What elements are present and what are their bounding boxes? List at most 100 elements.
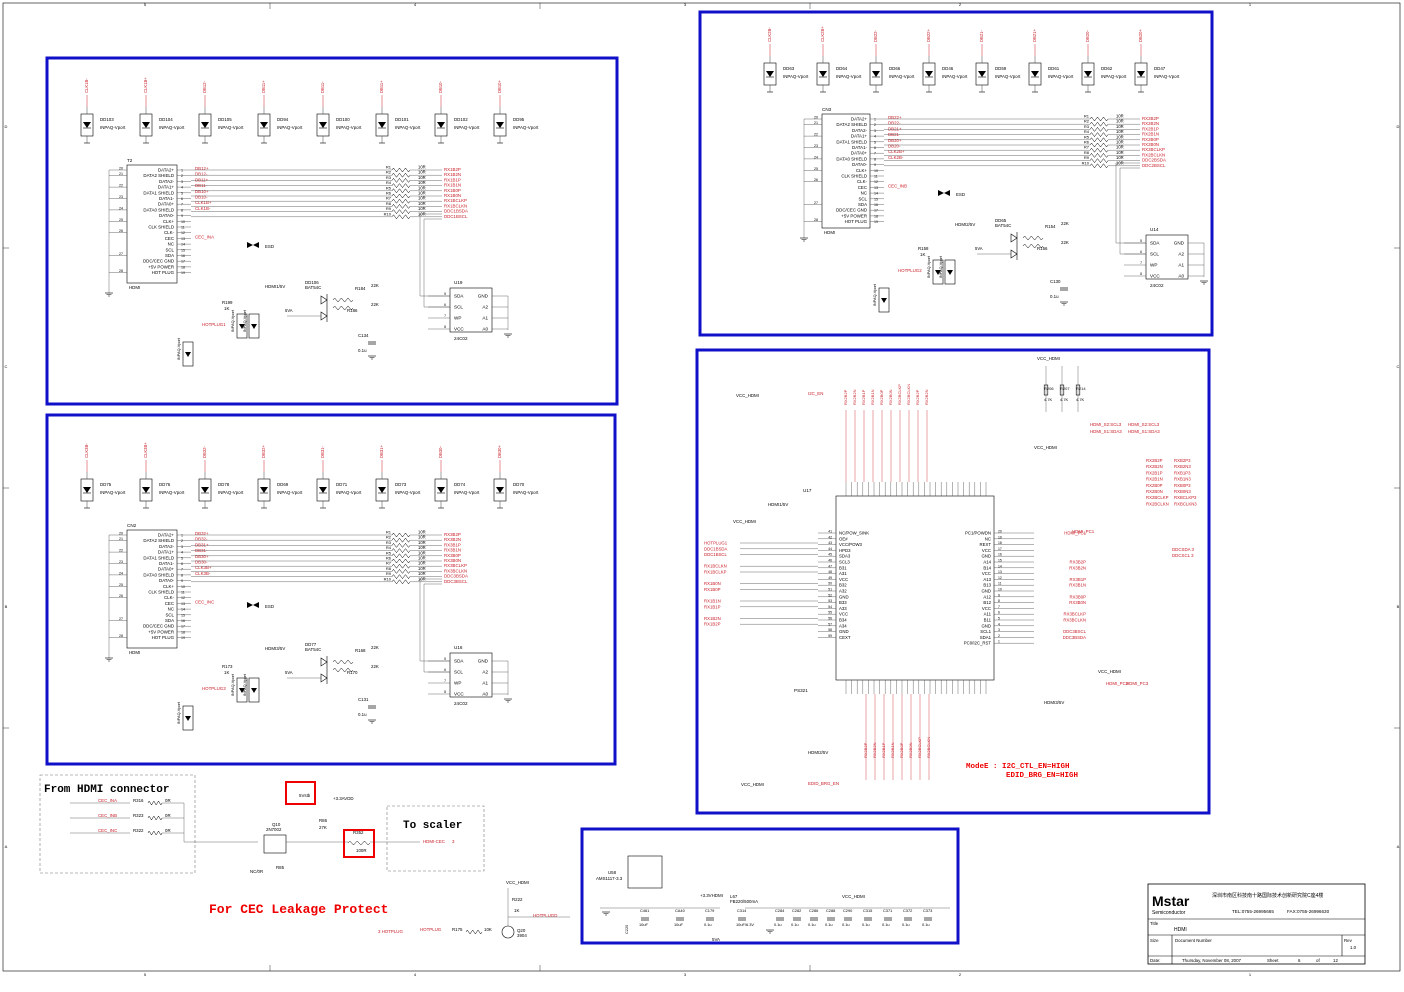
pin-num: 25 [119, 218, 123, 222]
connector-net: DB20+ [888, 138, 902, 143]
pin-num: 9 [181, 214, 183, 218]
top-net: HDMI_S1:SDA3 [1090, 429, 1122, 434]
pin-num: 8 [444, 690, 446, 694]
switch-pin: GND [839, 629, 849, 634]
cap-ref: C284 [775, 908, 785, 913]
vcc-label: VCC_HDMI [1034, 445, 1057, 450]
res-ref: R9 [386, 571, 392, 576]
eeprom-pin: VCC [454, 327, 464, 332]
cec-caption: For CEC Leakage Protect [209, 902, 388, 917]
ldo-part: AMS1117-3.3 [596, 876, 623, 881]
rx-net: RX1B0N [444, 193, 461, 198]
eeprom-pin: GND [478, 659, 489, 664]
esd-net: CLK3B+ [143, 442, 148, 458]
col-mark: 2 [959, 972, 962, 977]
esd-type: INPAQ-Vport [159, 490, 185, 495]
eeprom-pin: WP [454, 316, 461, 321]
ddc-wire [423, 218, 450, 308]
cec-source-box [39, 774, 196, 874]
esd-type: INPAQ-Vport [231, 309, 235, 332]
switch-pin: A32 [839, 589, 847, 594]
vertical-net: RX2B1P [881, 742, 886, 758]
switch-pin: A34 [839, 623, 847, 628]
pin-num: 7 [874, 152, 876, 156]
transistor-q20 [501, 925, 515, 939]
rx-net: RX2BCLKN [1142, 152, 1165, 157]
logo-sub: Semiconductor [1152, 910, 1186, 916]
switch-pin: B34 [839, 618, 847, 623]
pin-num: 1 [998, 640, 1000, 644]
vcc-label: VCC_HDMI [741, 782, 764, 787]
connector-net: DB31+ [195, 542, 209, 547]
switch-net: RX3B0P [1070, 594, 1087, 599]
pin-num: 3 [181, 545, 183, 549]
res-value: 10R [1116, 140, 1124, 145]
res-ref: R7 [386, 561, 392, 566]
rx2-net: RX2B1P [1146, 470, 1163, 475]
pullup-ref: R154 [1045, 224, 1056, 229]
hotplug-res: R173 [222, 664, 233, 669]
eeprom-ref: U14 [1150, 227, 1159, 232]
esd-ref: DD63 [783, 66, 795, 71]
date: Thursday, November 08, 2007 [1182, 958, 1242, 963]
rx2-alias: RXB2P3 [1174, 458, 1191, 463]
connector-net: DB32- [195, 537, 208, 542]
supply-label: 5VA [285, 670, 293, 675]
esd-ref: DD69 [277, 482, 289, 487]
res-ref: R222 [512, 897, 523, 902]
vcc-label: VCC_HDMI [506, 880, 529, 885]
res-ref: R175 [452, 927, 463, 932]
esd-type: INPAQ-Vport [336, 490, 362, 495]
col-mark: 4 [414, 2, 417, 7]
hotplug-net: HOTPLUG1 [202, 322, 226, 327]
connector-net: DB11+ [195, 177, 209, 182]
series-resistor [391, 214, 411, 220]
pin-num: 1 [181, 169, 183, 173]
series-resistor [391, 198, 411, 204]
rx-net: DDC3BSDA [444, 574, 468, 579]
connector-pin: NC [168, 242, 174, 247]
connector-net: DB22+ [888, 115, 902, 120]
switch-pin: SCL3 [839, 560, 850, 565]
hotplug-res-val: 1K [920, 252, 925, 257]
res-ref: R4 [386, 545, 392, 550]
connector-pin: CLK SHIELD [148, 590, 174, 595]
esd-type: INPAQ-Vport [836, 74, 862, 79]
pullup-ref: R168 [355, 648, 366, 653]
pin-num: 5 [444, 657, 446, 661]
cap-ref: C130 [1050, 279, 1061, 284]
switch-net: RX1B1P [704, 604, 721, 609]
sheet-title: HDMI [1174, 927, 1187, 933]
connector-pin: CLK- [857, 179, 868, 184]
cap-ref: C372 [903, 908, 912, 913]
pin-num: 56 [828, 617, 832, 621]
vertical-net: RX2B0P [879, 389, 884, 405]
pin-num: 8 [444, 325, 446, 329]
connector-pin: SCL [165, 612, 174, 617]
rx-net: DDC3BSCL [444, 579, 468, 584]
rx-net: RX2B2P [1142, 116, 1159, 121]
ddc-wire [419, 213, 450, 297]
pin-num: 23 [119, 560, 123, 564]
esd-diode-dd71-glyph [319, 487, 327, 493]
connector-pin: DATA2- [159, 179, 174, 184]
esd-symbol [247, 242, 259, 248]
esd-diode-dd78-glyph [201, 487, 209, 493]
pin-num: 4 [998, 622, 1000, 626]
eeprom-pin: GND [1174, 241, 1185, 246]
esd-diode [248, 677, 260, 703]
rx-net: RX1B1N [444, 183, 461, 188]
scaler-box [386, 805, 485, 872]
res-value: 10R [418, 561, 426, 566]
esd-type: INPAQ-Vport [159, 125, 185, 130]
mode-line-1: ModeE : I2C_CTL_EN=HIGH [966, 763, 1070, 771]
eeprom-chip [449, 287, 493, 333]
res-value: 10R [1116, 150, 1124, 155]
esd-ref: DD73 [395, 482, 407, 487]
switch-net: RX1B2N [704, 616, 721, 621]
connector-pin: HOT PLUG [152, 270, 175, 275]
connector-pin: CEC [858, 185, 867, 190]
switch-net: RX1B1N [704, 599, 721, 604]
esd-net: DB30+ [497, 445, 502, 458]
supply-label: 5VA [975, 246, 983, 251]
